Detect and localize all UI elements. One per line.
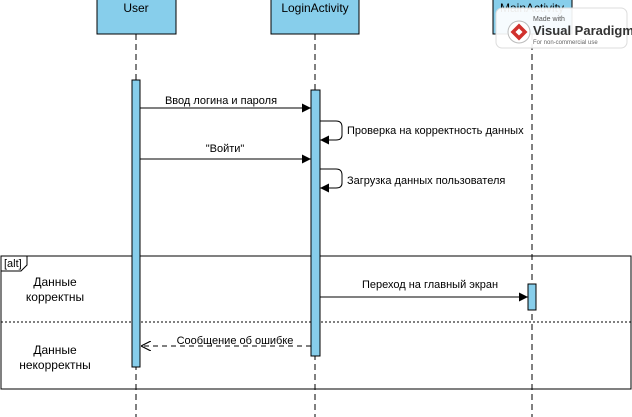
participant-user[interactable]: User <box>96 0 177 35</box>
alt-condition-2-line1: Данные <box>33 343 77 357</box>
activation-loginactivity <box>310 89 321 357</box>
message-error[interactable]: Сообщение об ошибке <box>141 335 311 347</box>
participant-loginactivity-label: LoginActivity <box>281 1 348 15</box>
participant-user-label: User <box>123 1 148 15</box>
alt-condition-2-line2: некорректны <box>19 358 91 372</box>
message-load-user-data-label: Загрузка данных пользователя <box>347 175 505 187</box>
watermark-brand: Visual Paradigm <box>533 23 632 38</box>
alt-condition-1-line1: Данные <box>33 275 77 289</box>
participant-loginactivity[interactable]: LoginActivity <box>270 0 360 35</box>
message-go-to-main-label: Переход на главный экран <box>362 279 498 291</box>
message-login-click-label: "Войти" <box>206 143 245 155</box>
alt-fragment-tag: [alt] <box>4 258 22 270</box>
alt-condition-1-line2: корректны <box>26 290 84 304</box>
message-error-label: Сообщение об ошибке <box>177 335 294 347</box>
activation-mainactivity <box>527 283 537 311</box>
visual-paradigm-watermark: Made with Visual Paradigm For non-commer… <box>495 7 632 49</box>
watermark-note: For non-commercial use <box>533 40 598 46</box>
message-login-click[interactable]: "Войти" <box>140 143 311 164</box>
message-validate-data-label: Проверка на корректность данных <box>347 125 524 137</box>
watermark-made-with: Made with <box>533 16 565 23</box>
message-load-user-data[interactable]: Загрузка данных пользователя <box>320 168 505 193</box>
message-go-to-main[interactable]: Переход на главный экран <box>320 279 528 302</box>
message-enter-credentials-label: Ввод логина и пароля <box>165 95 277 107</box>
activation-user <box>131 79 141 368</box>
alt-fragment-tag-box <box>0 255 28 272</box>
message-validate-data[interactable]: Проверка на корректность данных <box>320 120 524 145</box>
message-enter-credentials[interactable]: Ввод логина и пароля <box>140 95 311 113</box>
visual-paradigm-logo-icon <box>507 20 531 44</box>
